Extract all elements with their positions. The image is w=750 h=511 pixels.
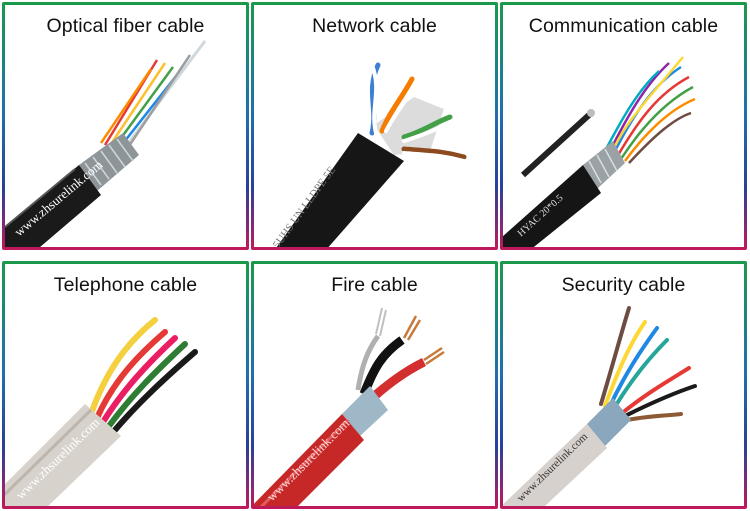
- card-title: Telephone cable: [53, 274, 198, 296]
- card-title: Optical fiber cable: [46, 15, 205, 37]
- card-title: Fire cable: [331, 274, 418, 296]
- network-cable-image: 5UHS UN LLDPE 5E: [271, 62, 467, 247]
- card-title: Network cable: [312, 15, 437, 37]
- product-card-telephone[interactable]: Telephone cable www.zhsurelink.com: [2, 261, 249, 509]
- fire-cable-image: www.zhsurelink.com: [254, 307, 445, 506]
- card-title: Security cable: [561, 274, 686, 296]
- product-card-fire[interactable]: Fire cable www.zhsurelink.com: [251, 261, 498, 509]
- optical-fiber-cable-image: www.zhsurelink.com: [5, 40, 207, 247]
- communication-cable-image: HYAC 20*0.5: [503, 56, 696, 247]
- security-cable-image: www.zhsurelink.com: [503, 306, 697, 506]
- telephone-cable-image: www.zhsurelink.com: [5, 317, 198, 506]
- product-card-communication[interactable]: Communication cable HYAC 20*0.5: [500, 2, 747, 250]
- product-card-optical-fiber[interactable]: Optical fiber cable www.zhsurelink.com: [2, 2, 249, 250]
- product-card-network[interactable]: Network cable 5UHS UN LLDPE 5E: [251, 2, 498, 250]
- card-title: Communication cable: [528, 15, 719, 37]
- product-card-security[interactable]: Security cable www.zhsurelink.com: [500, 261, 747, 509]
